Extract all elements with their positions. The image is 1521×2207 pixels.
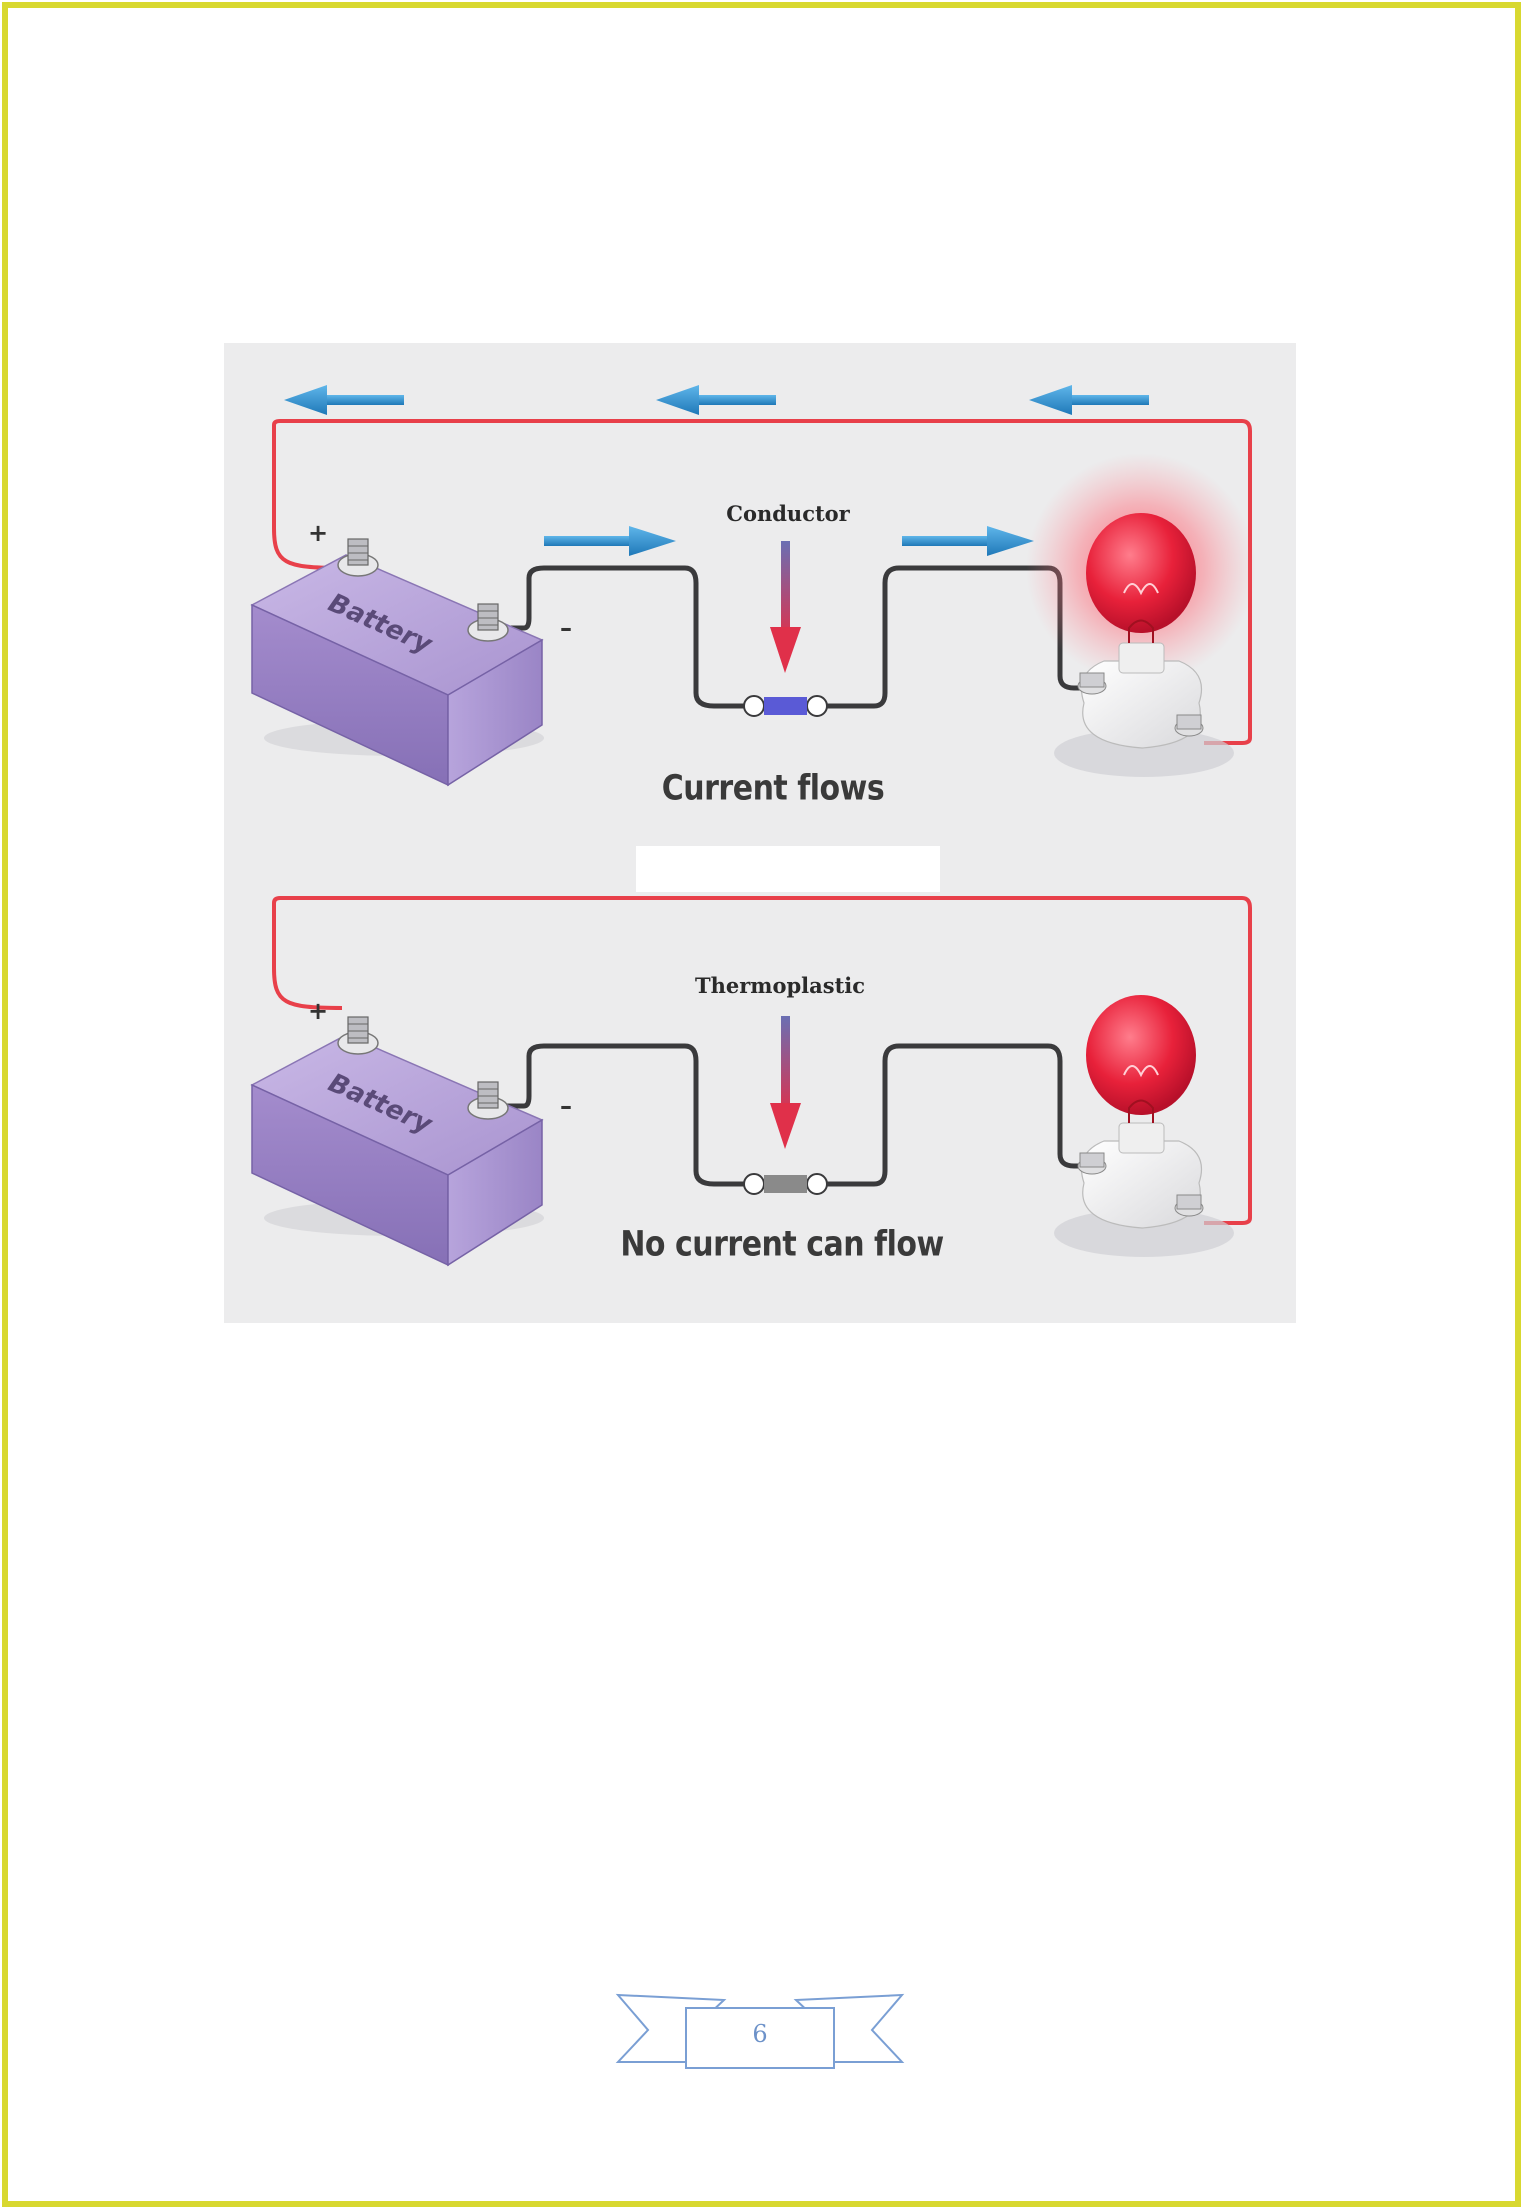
bottom-panel (250, 896, 1252, 1267)
light-bulb-lit (1026, 453, 1256, 777)
material-pointer-arrow-bottom (770, 1016, 801, 1149)
panel-separator (636, 846, 940, 892)
battery-bottom (250, 1016, 544, 1267)
thermoplastic-label: Thermoplastic (694, 973, 866, 998)
wire-to-bulb-bottom (817, 1043, 1090, 1187)
battery-negative-terminal-top (467, 603, 509, 642)
flow-arrow-right-2 (902, 526, 1034, 556)
flow-arrow-top-right (1029, 385, 1149, 415)
insulator-sample (743, 1173, 828, 1195)
current-flows-caption: Current flows (661, 768, 885, 809)
battery-top (250, 538, 544, 787)
flow-arrow-right-1 (544, 526, 676, 556)
battery-positive-terminal-top (337, 538, 379, 577)
negative-wire-top (489, 565, 756, 709)
positive-wire-top (272, 419, 1252, 745)
flow-arrow-top-left (284, 385, 404, 415)
negative-wire-bottom (489, 1043, 756, 1187)
wire-to-bulb-top (817, 565, 1090, 709)
top-panel (250, 385, 1256, 787)
ribbon-icon (615, 1993, 905, 2069)
bulb-terminal-left-top (1077, 672, 1107, 695)
negative-sign-bottom: – (560, 1092, 572, 1120)
bulb-terminal-right-top (1174, 714, 1204, 737)
battery-positive-terminal-bottom (337, 1016, 379, 1055)
bulb-terminal-left-bottom (1077, 1152, 1107, 1175)
bulb-terminal-right-bottom (1174, 1194, 1204, 1217)
light-bulb-unlit (1054, 995, 1234, 1257)
battery-negative-terminal-bottom (467, 1081, 509, 1120)
positive-wire-bottom (272, 896, 1252, 1225)
flow-arrow-top-middle (656, 385, 776, 415)
circuit-drawing (250, 385, 1256, 1267)
conductor-sample (743, 695, 828, 717)
positive-sign-bottom: + (307, 997, 329, 1025)
page-number: 6 (752, 2020, 768, 2048)
circuit-diagram: Conductor Current flows + – Battery Ther… (224, 343, 1296, 1323)
no-current-caption: No current can flow (620, 1224, 944, 1265)
positive-sign-top: + (307, 519, 329, 547)
negative-sign-top: – (560, 614, 572, 642)
page-number-ribbon: 6 (614, 1990, 906, 2072)
material-pointer-arrow-top (770, 541, 801, 673)
conductor-label: Conductor (726, 501, 850, 526)
